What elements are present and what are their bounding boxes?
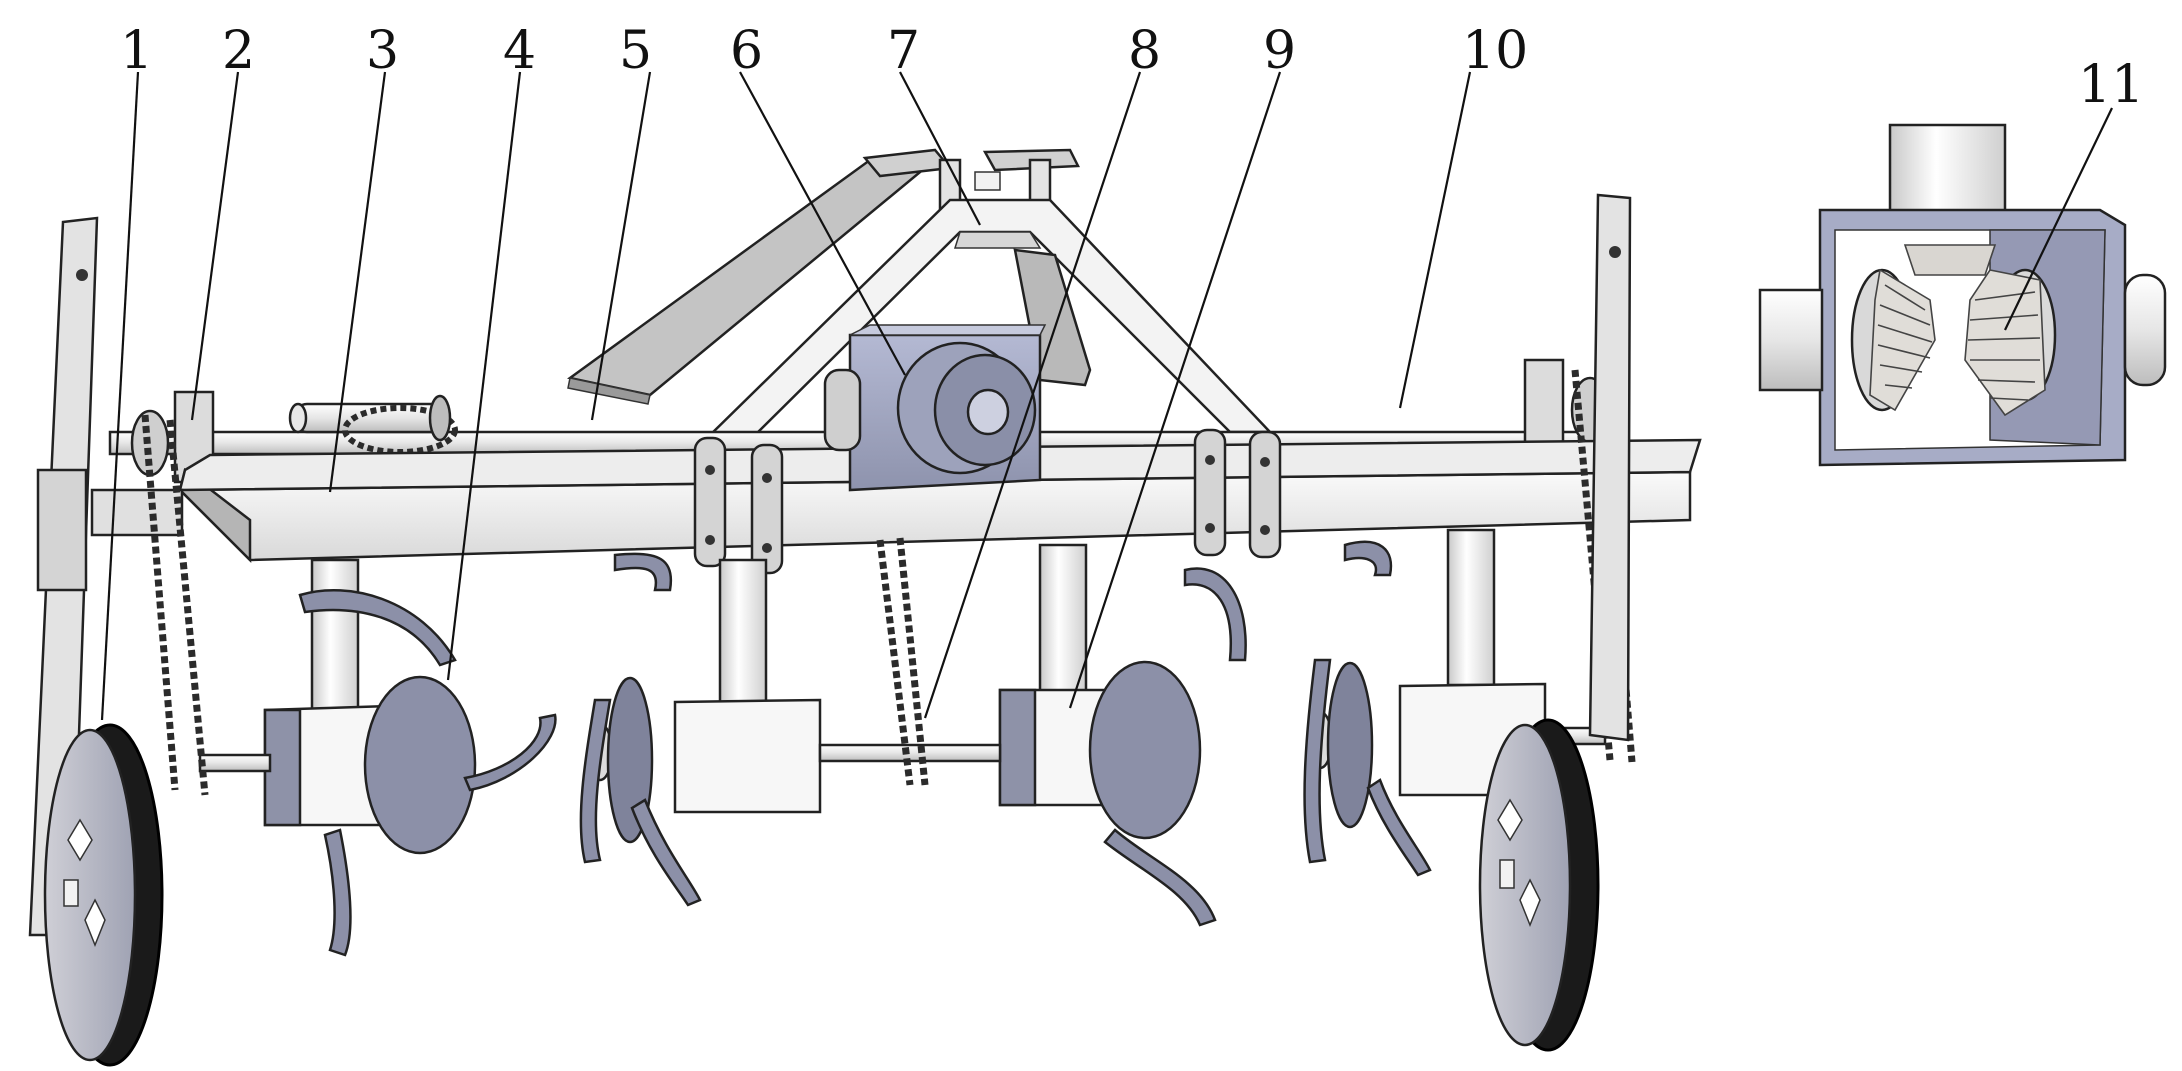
leader-lines [100, 71, 2113, 721]
leader-6 [739, 71, 906, 376]
callout-numbers: 1 2 3 4 5 6 7 8 9 10 11 [120, 21, 2144, 115]
callout-4: 4 [503, 21, 536, 81]
cultivator-machine [28, 148, 1702, 1067]
bevel-gear-top [1903, 244, 1997, 276]
leader-1 [100, 71, 140, 721]
bevel-gear-inset [1758, 123, 2167, 467]
callout-3: 3 [366, 21, 399, 81]
callout-2: 2 [222, 21, 255, 81]
callout-8: 8 [1128, 21, 1161, 81]
leader-5 [590, 71, 652, 421]
callout-1: 1 [120, 21, 153, 81]
depth-wheels [43, 718, 1600, 1067]
frame-lugs [693, 428, 1282, 575]
callout-5: 5 [619, 21, 652, 81]
leader-2 [190, 71, 240, 421]
leader-8 [923, 71, 1142, 719]
callout-7: 7 [887, 21, 920, 81]
leader-3 [328, 71, 387, 493]
bevel-gear-left [1869, 268, 1936, 412]
drive-chains [141, 369, 1636, 796]
leader-11 [2004, 107, 2113, 331]
depth-uprights [28, 193, 1632, 937]
leader-4 [446, 71, 522, 681]
callout-10: 10 [1462, 21, 1528, 81]
leader-10 [1398, 71, 1472, 409]
leader-7 [899, 71, 981, 226]
central-gearbox [823, 324, 1047, 492]
callout-9: 9 [1263, 21, 1296, 81]
leader-9 [1068, 71, 1282, 709]
tiller-blades [298, 540, 1432, 957]
tiller-posts [310, 528, 1496, 712]
bevel-gear-right [1964, 269, 2046, 417]
callout-11: 11 [2078, 55, 2144, 115]
callout-6: 6 [730, 21, 763, 81]
